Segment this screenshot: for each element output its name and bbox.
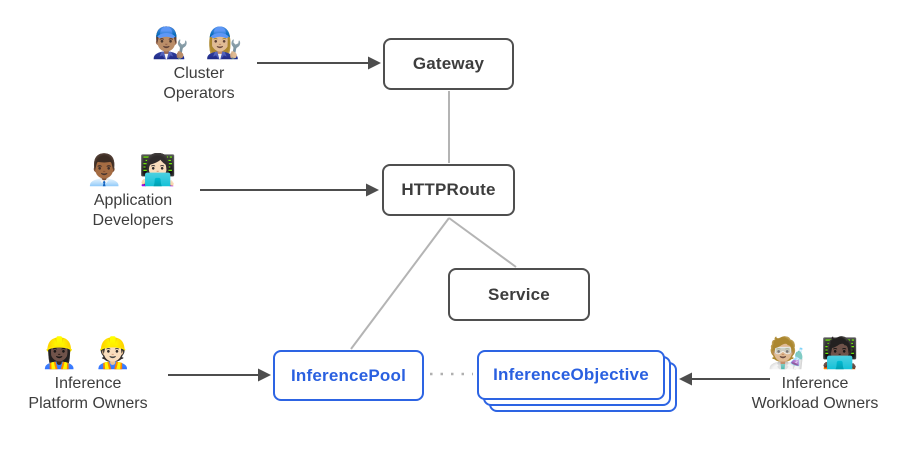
actor-label: Application	[93, 192, 173, 209]
arrowhead-icon	[368, 56, 381, 70]
arrow-application-developers-to-httproute	[200, 183, 379, 197]
actor-label: Platform Owners	[28, 395, 148, 412]
node-httproute: HTTPRoute	[382, 164, 515, 216]
inference-platform-owners-icon: 👷🏿‍♀️ 👷🏻	[40, 337, 136, 370]
arrowhead-icon	[366, 183, 379, 197]
node-gateway-label: Gateway	[412, 54, 485, 73]
node-inferencepool-label: InferencePool	[290, 365, 407, 385]
node-inferencepool: InferencePool	[273, 350, 424, 401]
inference-workload-owners-icon: 🧑🏼‍🔬 🧑🏿‍💻	[767, 337, 863, 370]
arrow-platform-owners-to-inferencepool	[168, 368, 271, 382]
node-httproute-label: HTTPRoute	[401, 180, 496, 199]
node-inferenceobjective-label: InferenceObjective	[493, 365, 649, 384]
arrow-cluster-operators-to-gateway	[257, 56, 381, 70]
actor-label: Operators	[163, 85, 235, 102]
cluster-operators-icon: 👨🏽‍🔧 👩🏼‍🔧	[151, 27, 247, 60]
actor-label: Workload Owners	[751, 395, 879, 412]
arrowhead-icon	[679, 372, 692, 386]
actor-cluster-operators: 👨🏽‍🔧 👩🏼‍🔧 Cluster Operators	[129, 24, 269, 104]
actor-label: Inference	[54, 375, 122, 392]
actor-inference-platform-owners: 👷🏿‍♀️ 👷🏻 Inference Platform Owners	[8, 334, 168, 414]
node-service: Service	[448, 268, 590, 321]
edge-httproute-service	[448, 217, 517, 268]
actor-label: Inference	[781, 375, 849, 392]
node-gateway: Gateway	[383, 38, 514, 90]
arrow-workload-owners-to-inferenceobjective	[679, 372, 770, 386]
arrowhead-icon	[258, 368, 271, 382]
node-service-label: Service	[488, 284, 550, 304]
actor-inference-workload-owners: 🧑🏼‍🔬 🧑🏿‍💻 Inference Workload Owners	[735, 334, 895, 414]
application-developers-icon: 👨🏾‍💼 👩🏻‍💻	[85, 154, 181, 187]
actor-label: Developers	[92, 212, 174, 229]
edge-httproute-inferencepool	[350, 217, 450, 350]
node-inferenceobjective: InferenceObjective	[477, 350, 665, 400]
actor-application-developers: 👨🏾‍💼 👩🏻‍💻 Application Developers	[63, 151, 203, 231]
actor-label: Cluster	[173, 65, 225, 82]
